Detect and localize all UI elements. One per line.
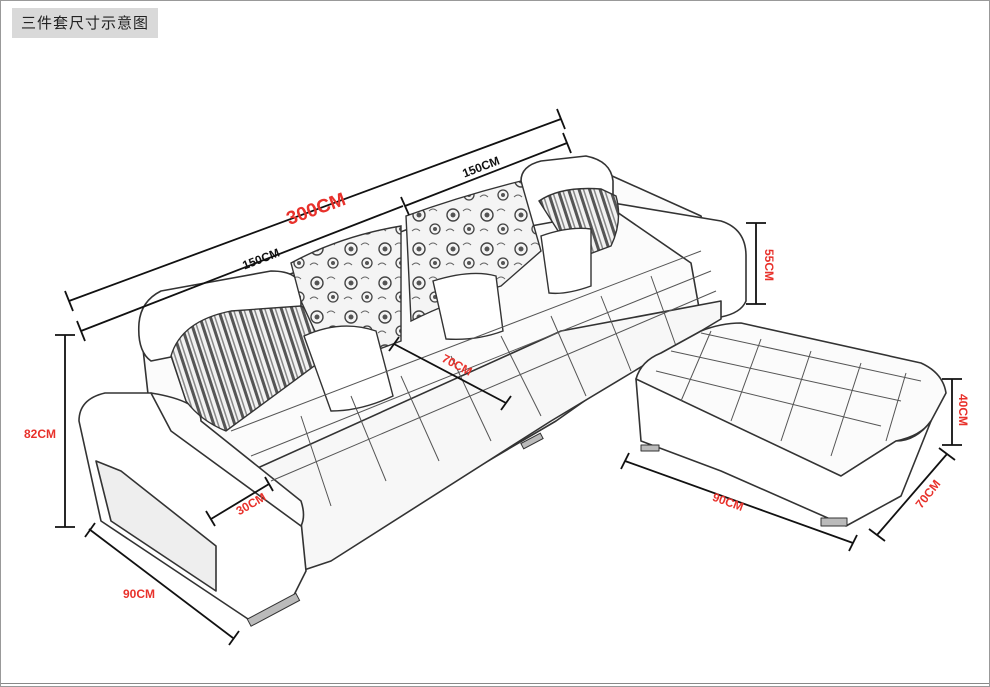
label-ottoman-width: 70CM [913, 477, 944, 511]
diagram-title: 三件套尺寸示意图 [12, 8, 159, 38]
seat-tufting [230, 250, 717, 507]
throw-pillows [303, 227, 592, 412]
label-ottoman-length: 90CM [711, 490, 746, 514]
label-ottoman-height: 40CM [956, 394, 970, 426]
label-height-82: 82CM [24, 427, 56, 441]
bottom-divider [1, 683, 989, 684]
label-half-left: 150CM [240, 246, 281, 273]
sofa-feet [246, 432, 544, 627]
label-back-height: 55CM [762, 249, 776, 281]
label-total-length: 300CM [284, 189, 349, 230]
ottoman [635, 322, 947, 527]
label-side-depth: 90CM [123, 587, 155, 601]
dimension-lines [55, 108, 962, 646]
